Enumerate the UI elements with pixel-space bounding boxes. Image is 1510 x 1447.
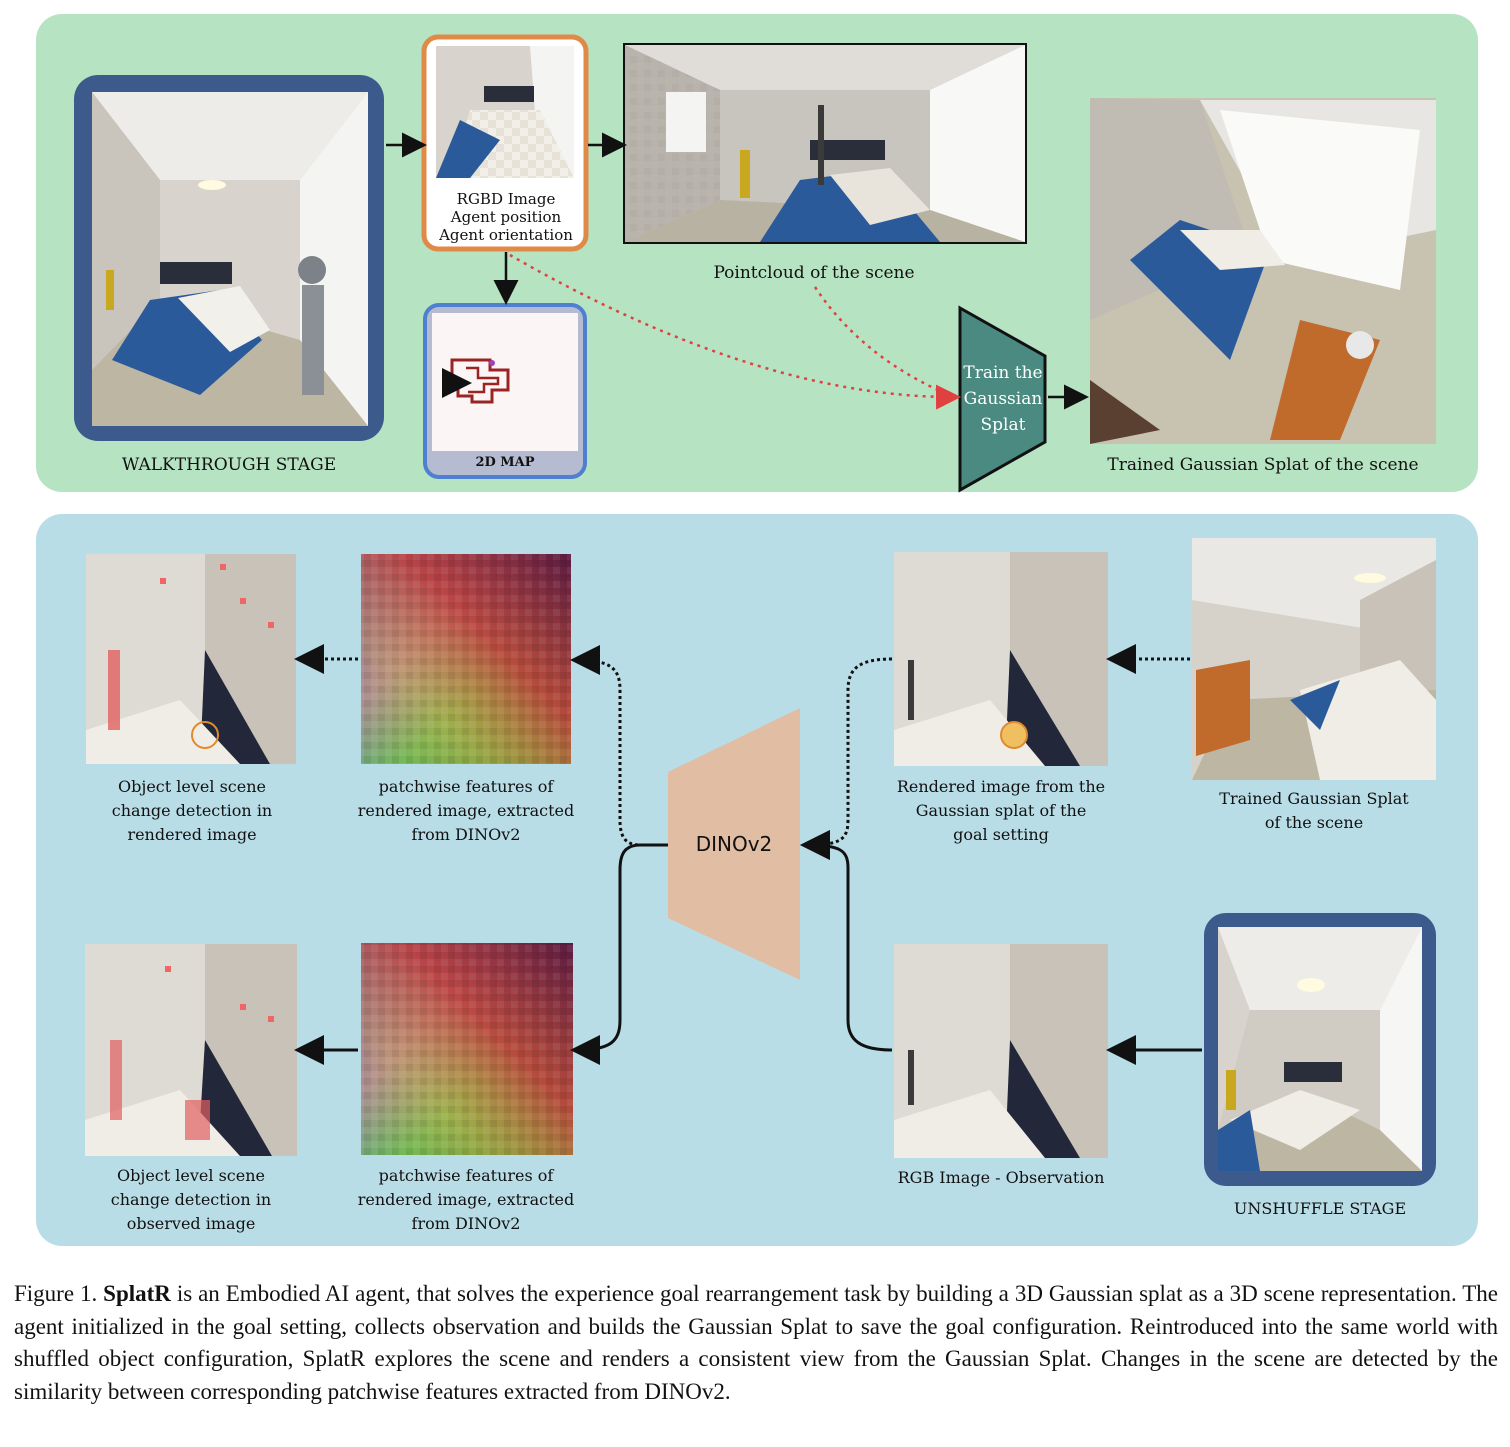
dinov2-label: DINOv2 xyxy=(695,832,773,856)
dinov2-trapezoid xyxy=(668,708,800,980)
patch-rendered-line-2: rendered image, extracted xyxy=(357,801,575,820)
change-rendered-label: Object level scene change detection in r… xyxy=(62,775,322,847)
rgbd-label: RGBD Image Agent position Agent orientat… xyxy=(426,190,586,244)
patch-observed-line-1: patchwise features of xyxy=(378,1166,554,1185)
unshuffle-image xyxy=(1204,913,1436,1186)
pointcloud-image xyxy=(623,43,1027,244)
train-line-3: Splat xyxy=(980,415,1026,435)
rendered-goal-image xyxy=(894,552,1108,766)
change-observed-image xyxy=(85,944,297,1156)
arrow-render-to-dinov2 xyxy=(800,657,893,860)
figure-caption: Figure 1. SplatR is an Embodied AI agent… xyxy=(14,1278,1498,1408)
change-rendered-line-3: rendered image xyxy=(127,825,257,844)
patch-observed-label: patchwise features of rendered image, ex… xyxy=(330,1164,602,1236)
trained-splat-label: Trained Gaussian Splat of the scene xyxy=(1107,455,1419,475)
map-label: 2D MAP xyxy=(475,455,535,470)
rgb-observation-label: RGB Image - Observation xyxy=(897,1168,1105,1187)
patch-rendered-label: patchwise features of rendered image, ex… xyxy=(330,775,602,847)
arrow-observation-to-dinov2 xyxy=(800,830,893,1052)
trained-splat-small-line-2: of the scene xyxy=(1264,813,1364,832)
diagram-canvas xyxy=(74,34,1436,1186)
train-trapezoid xyxy=(958,305,1047,493)
patch-rendered-line-1: patchwise features of xyxy=(378,777,554,796)
trained-splat-small-label: Trained Gaussian Splat of the scene xyxy=(1184,787,1444,835)
trained-splat-small-line-1: Trained Gaussian Splat xyxy=(1219,789,1409,808)
trained-splat-small-image xyxy=(1192,538,1436,780)
trained-splat-image xyxy=(1090,98,1436,444)
change-rendered-line-2: change detection in xyxy=(111,801,273,820)
patch-features-observed-image xyxy=(361,943,573,1155)
caption-prefix: Figure 1. xyxy=(14,1281,104,1306)
rgb-observation-image xyxy=(894,944,1108,1158)
unshuffle-label: UNSHUFFLE STAGE xyxy=(1233,1199,1407,1218)
train-label: Train the Gaussian Splat xyxy=(955,360,1051,438)
rgbd-box xyxy=(421,34,589,252)
caption-name: SplatR xyxy=(103,1281,171,1306)
patch-observed-line-3: from DINOv2 xyxy=(411,1214,521,1233)
rgbd-line-2: Agent position xyxy=(450,208,562,226)
pointcloud-label: Pointcloud of the scene xyxy=(713,263,915,283)
change-observed-line-2: change detection in xyxy=(110,1190,272,1209)
red-dotted-arrow-rgbd xyxy=(509,253,961,410)
walkthrough-label: WALKTHROUGH STAGE xyxy=(121,455,337,475)
patch-rendered-line-3: from DINOv2 xyxy=(411,825,521,844)
patch-observed-line-2: rendered image, extracted xyxy=(357,1190,575,1209)
caption-text: is an Embodied AI agent, that solves the… xyxy=(14,1281,1498,1404)
arrow-dinov2-to-features-bottom xyxy=(570,843,668,1065)
rendered-goal-line-1: Rendered image from the xyxy=(896,777,1106,796)
train-line-2: Gaussian xyxy=(963,389,1043,409)
rendered-goal-label: Rendered image from the Gaussian splat o… xyxy=(866,775,1136,847)
rendered-goal-line-3: goal setting xyxy=(953,825,1049,844)
map-box xyxy=(423,303,587,479)
red-dotted-arrow-pointcloud xyxy=(813,286,957,400)
rgbd-line-3: Agent orientation xyxy=(439,226,573,244)
change-rendered-line-1: Object level scene xyxy=(118,777,266,796)
patch-features-rendered-image xyxy=(361,554,571,764)
change-observed-label: Object level scene change detection in o… xyxy=(60,1164,322,1236)
rgbd-line-1: RGBD Image xyxy=(456,190,556,208)
change-observed-line-1: Object level scene xyxy=(117,1166,265,1185)
change-observed-line-3: observed image xyxy=(126,1214,256,1233)
train-line-1: Train the xyxy=(963,363,1043,383)
change-rendered-image xyxy=(86,554,296,764)
rendered-goal-line-2: Gaussian splat of the xyxy=(915,801,1087,820)
walkthrough-image xyxy=(74,75,384,441)
arrow-dinov2-to-features-top xyxy=(570,645,668,847)
